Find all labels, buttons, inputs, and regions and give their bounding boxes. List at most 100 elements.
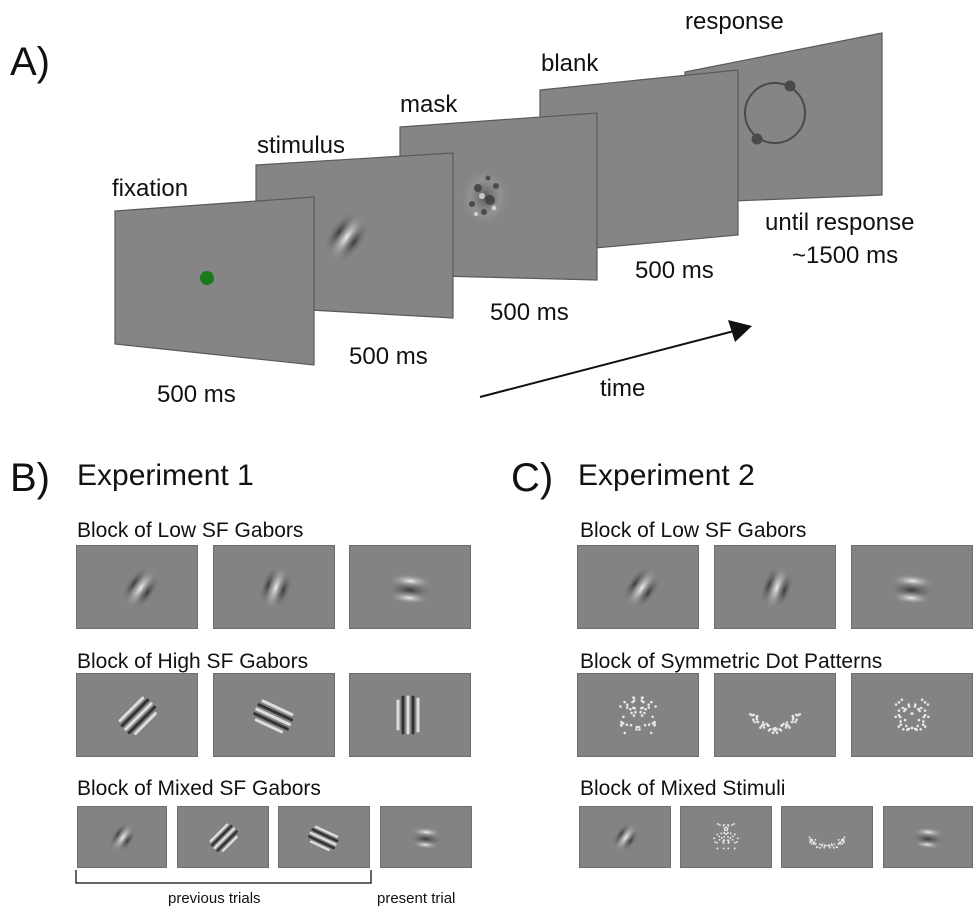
pattern-dot: [727, 847, 730, 850]
pattern-dot: [785, 723, 788, 727]
block-title-low-sf: Block of Low SF Gabors: [77, 519, 304, 542]
pattern-dot: [761, 721, 765, 724]
gabor-tile-present: [380, 806, 472, 868]
gabor-tile: [349, 673, 471, 757]
pattern-dot: [899, 720, 902, 723]
pattern-dot: [823, 846, 826, 849]
response-circle: [744, 82, 806, 144]
pattern-dot: [620, 724, 623, 727]
pattern-dot: [808, 836, 811, 839]
pattern-dot: [651, 722, 655, 725]
gabor-tile: [579, 806, 671, 868]
pattern-dot: [640, 707, 643, 710]
pattern-dot: [733, 841, 736, 844]
block-title-mixed-sf: Block of Mixed SF Gabors: [77, 777, 321, 800]
pattern-dot: [894, 703, 898, 706]
pattern-dot: [733, 833, 736, 836]
time-arrow: [479, 329, 739, 398]
dot-pattern-tile: [851, 673, 973, 757]
pattern-dot: [621, 722, 625, 725]
pattern-dot: [647, 703, 650, 706]
pattern-dot: [816, 846, 819, 848]
pattern-dot: [785, 721, 789, 724]
pattern-dot: [632, 696, 636, 700]
pattern-dot: [733, 822, 736, 825]
pattern-dot: [918, 709, 921, 713]
gabor-tile: [213, 673, 335, 757]
pattern-dot: [922, 720, 925, 723]
pattern-dot: [722, 839, 725, 842]
present-trial-label: present trial: [377, 890, 456, 907]
pattern-dot: [634, 710, 637, 714]
pattern-dot: [643, 711, 646, 715]
pattern-dot: [731, 838, 734, 841]
pattern-dot: [654, 705, 657, 708]
pattern-dot: [716, 847, 719, 850]
gabor-tile: [76, 673, 198, 757]
pattern-dot: [638, 728, 641, 731]
pattern-dot: [723, 831, 725, 834]
pattern-dot: [842, 840, 845, 842]
panel-c-letter: C): [511, 456, 554, 500]
pattern-dot: [838, 841, 841, 844]
gabor-tile: [851, 545, 973, 629]
pattern-dot: [623, 731, 627, 735]
previous-trials-bracket: [75, 870, 372, 884]
pattern-dot: [923, 709, 927, 712]
pattern-dot: [736, 837, 739, 840]
pattern-dot: [713, 837, 716, 840]
previous-trials-label: previous trials: [168, 890, 261, 907]
pattern-dot: [810, 842, 813, 845]
pattern-dot: [823, 844, 826, 847]
pattern-dot: [722, 847, 725, 850]
pattern-dot: [625, 706, 629, 709]
pattern-dot: [635, 728, 638, 731]
pattern-dot: [903, 707, 907, 711]
pattern-dot: [762, 723, 765, 727]
pattern-dot: [726, 829, 729, 832]
pattern-dot: [637, 725, 641, 729]
pattern-dot: [722, 840, 725, 843]
pattern-dot: [771, 731, 775, 734]
pattern-dot: [623, 700, 626, 704]
pattern-dot: [813, 841, 816, 844]
pattern-dot: [812, 843, 815, 845]
pattern-dot: [921, 723, 925, 726]
fixation-label: fixation: [112, 175, 189, 202]
pattern-dot: [773, 729, 776, 732]
pattern-dot: [755, 716, 758, 720]
pattern-dot: [629, 708, 632, 711]
pattern-dot: [839, 843, 842, 845]
fixation-screen: [114, 196, 315, 366]
pattern-dot: [716, 833, 719, 836]
pattern-dot: [795, 718, 798, 721]
dot-pattern-tile: [781, 806, 873, 868]
pattern-dot: [821, 843, 824, 846]
pattern-dot: [644, 708, 647, 711]
pattern-dot: [632, 699, 636, 702]
stimulus-label: stimulus: [257, 132, 346, 159]
pattern-dot: [794, 720, 797, 724]
pattern-dot: [723, 835, 726, 838]
pattern-dot: [907, 727, 911, 731]
pattern-dot: [718, 838, 721, 841]
pattern-dot: [714, 841, 717, 843]
pattern-dot: [640, 699, 644, 702]
pattern-dot: [897, 709, 901, 712]
pattern-dot: [820, 844, 823, 847]
dot-pattern-tile: [714, 673, 836, 757]
stimulus-duration: 500 ms: [349, 343, 428, 370]
pattern-dot: [784, 726, 788, 729]
pattern-dot: [716, 841, 719, 844]
gabor-tile: [714, 545, 836, 629]
pattern-dot: [723, 827, 726, 830]
pattern-dot: [752, 718, 755, 721]
pattern-dot: [779, 729, 783, 732]
pattern-dot: [727, 824, 730, 827]
pattern-dot: [819, 846, 822, 849]
pattern-dot: [635, 725, 639, 729]
pattern-dot: [630, 711, 633, 715]
dot-pattern-tile: [680, 806, 772, 868]
panel-a-letter: A): [10, 40, 50, 84]
pattern-dot: [840, 839, 843, 842]
